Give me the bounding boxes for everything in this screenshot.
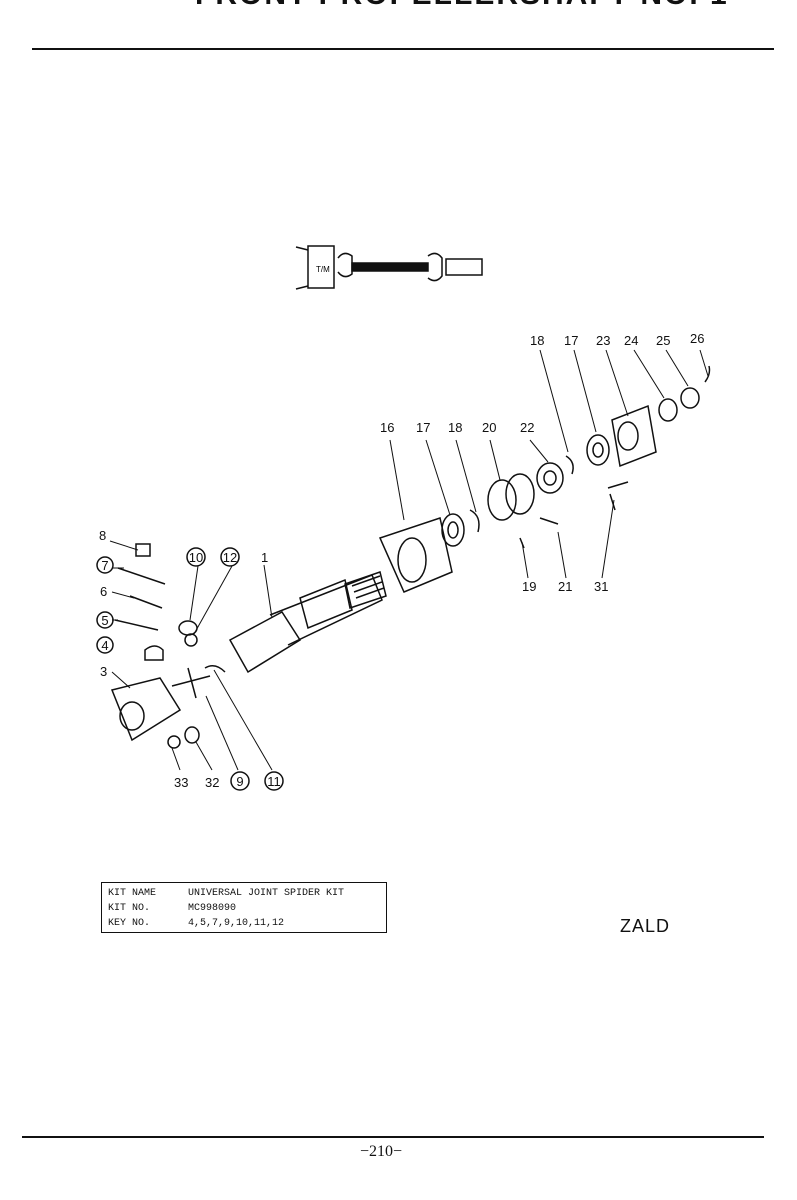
seal-17b <box>586 434 610 466</box>
callout-9: 9 <box>236 774 243 789</box>
flange-yoke-3 <box>110 677 182 742</box>
kit-key-value: 4,5,7,9,10,11,12 <box>188 918 285 929</box>
splined-end <box>344 571 387 609</box>
seal-17 <box>441 513 465 547</box>
callout-17: 17 <box>416 420 430 435</box>
cushion-20 <box>487 479 517 521</box>
bolt-31 <box>607 481 629 511</box>
bearing-cup-4 <box>144 645 164 661</box>
circled-callouts <box>96 547 284 791</box>
universal-joint-group <box>110 543 226 749</box>
flange-23 <box>611 404 657 468</box>
transmission-box <box>307 245 335 289</box>
bracket-16 <box>378 517 453 593</box>
callout-19: 19 <box>522 579 536 594</box>
callout-26: 26 <box>690 331 704 346</box>
bottom-rule <box>22 1136 764 1138</box>
callout-33: 33 <box>174 775 188 790</box>
kit-no-value: MC998090 <box>188 903 237 914</box>
callout-5: 5 <box>101 613 108 628</box>
yoke-flange <box>228 611 302 674</box>
snap-ring-18b <box>565 455 574 475</box>
callout-8: 8 <box>99 528 106 543</box>
callout-25: 25 <box>656 333 670 348</box>
kit-name-row: KIT NAME UNIVERSAL JOINT SPIDER KIT <box>108 886 380 901</box>
nut-32 <box>184 726 200 744</box>
leader-lines <box>109 349 709 771</box>
callout-7: 7 <box>101 558 108 573</box>
snap-ring-11 <box>204 665 226 673</box>
callout-31: 31 <box>594 579 608 594</box>
spider-9 <box>171 667 211 699</box>
cotter-pin-26 <box>704 365 711 383</box>
callout-1: 1 <box>261 550 268 565</box>
callout-11: 11 <box>267 774 281 789</box>
callout-20: 20 <box>482 420 496 435</box>
kit-name-label: KIT NAME <box>108 888 157 899</box>
page-number: −210− <box>360 1143 403 1160</box>
grease-nipple-8 <box>135 543 151 557</box>
top-rule <box>32 48 774 50</box>
callout-4: 4 <box>101 638 108 653</box>
callout-16: 16 <box>380 420 394 435</box>
page-title: FRONT PROPELLERSHAFT NO. 1 <box>195 0 729 12</box>
shaft-tube <box>269 574 383 646</box>
nut-25 <box>680 387 700 409</box>
callout-18b: 18 <box>530 333 544 348</box>
washer-24 <box>658 398 678 422</box>
kit-key-row: KEY NO. 4,5,7,9,10,11,12 <box>108 916 380 931</box>
callout-24: 24 <box>624 333 638 348</box>
kit-no-label: KIT NO. <box>108 903 151 914</box>
snap-ring-18 <box>469 509 480 533</box>
seal-12 <box>184 633 198 647</box>
kit-info-box: KIT NAME UNIVERSAL JOINT SPIDER KIT KIT … <box>101 882 387 933</box>
propeller-shaft <box>228 571 387 674</box>
tm-label: T/M <box>316 265 330 274</box>
callout-6: 6 <box>100 584 107 599</box>
callout-labels: 1 3 6 8 16 17 18 20 22 18 17 23 24 25 26… <box>99 331 704 790</box>
callout-22: 22 <box>520 420 534 435</box>
shaft-schematic <box>295 245 483 290</box>
center-bearing-group <box>378 365 711 593</box>
kit-no-row: KIT NO. MC998090 <box>108 901 380 916</box>
kit-name-value: UNIVERSAL JOINT SPIDER KIT <box>188 888 345 899</box>
washer-33 <box>167 735 181 749</box>
bearing-22 <box>536 462 564 494</box>
callout-17b: 17 <box>564 333 578 348</box>
callout-21: 21 <box>558 579 572 594</box>
callout-32: 32 <box>205 775 219 790</box>
callout-12: 12 <box>223 550 237 565</box>
seal-5 <box>114 619 159 631</box>
callout-3: 3 <box>100 664 107 679</box>
circled-callout-labels: 10 12 7 5 4 9 11 <box>101 550 280 789</box>
callout-23: 23 <box>596 333 610 348</box>
model-code: ZALD <box>620 916 671 936</box>
plate-6 <box>129 595 163 609</box>
kit-key-label: KEY NO. <box>108 918 151 929</box>
callout-18: 18 <box>448 420 462 435</box>
callout-10: 10 <box>189 550 203 565</box>
grease-fittings <box>519 517 559 549</box>
retainer-7 <box>117 567 166 585</box>
